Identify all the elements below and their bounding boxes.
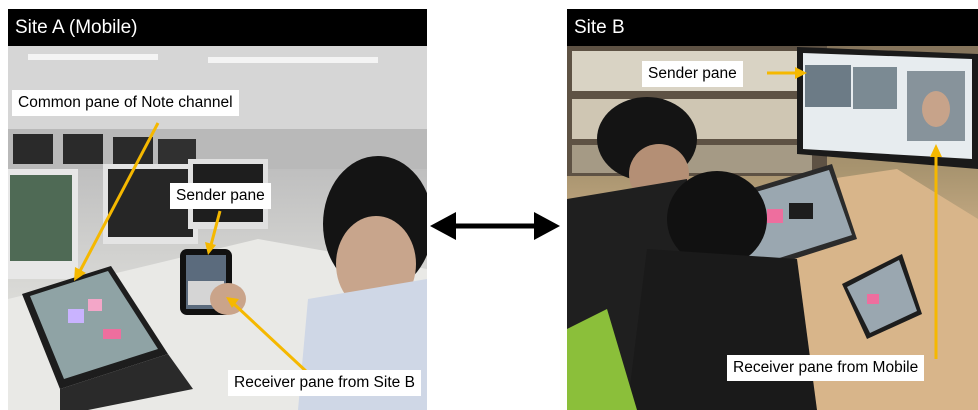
site-a-title: Site A (Mobile) — [8, 9, 427, 46]
double-headed-arrow-icon — [430, 212, 560, 240]
site-a-scene — [8, 46, 427, 410]
site-b-photo: Site B Sender — [567, 9, 978, 410]
site-b-title: Site B — [567, 9, 978, 46]
site-b-scene — [567, 46, 978, 410]
sender-pane-label-a: Sender pane — [170, 183, 271, 209]
common-pane-label: Common pane of Note channel — [12, 90, 239, 116]
receiver-pane-label-a: Receiver pane from Site B — [228, 370, 421, 396]
receiver-pane-label-b: Receiver pane from Mobile — [727, 355, 925, 381]
sender-pane-label-b: Sender pane — [642, 61, 743, 87]
site-a-photo: Site A (Mobile) — [8, 9, 427, 410]
